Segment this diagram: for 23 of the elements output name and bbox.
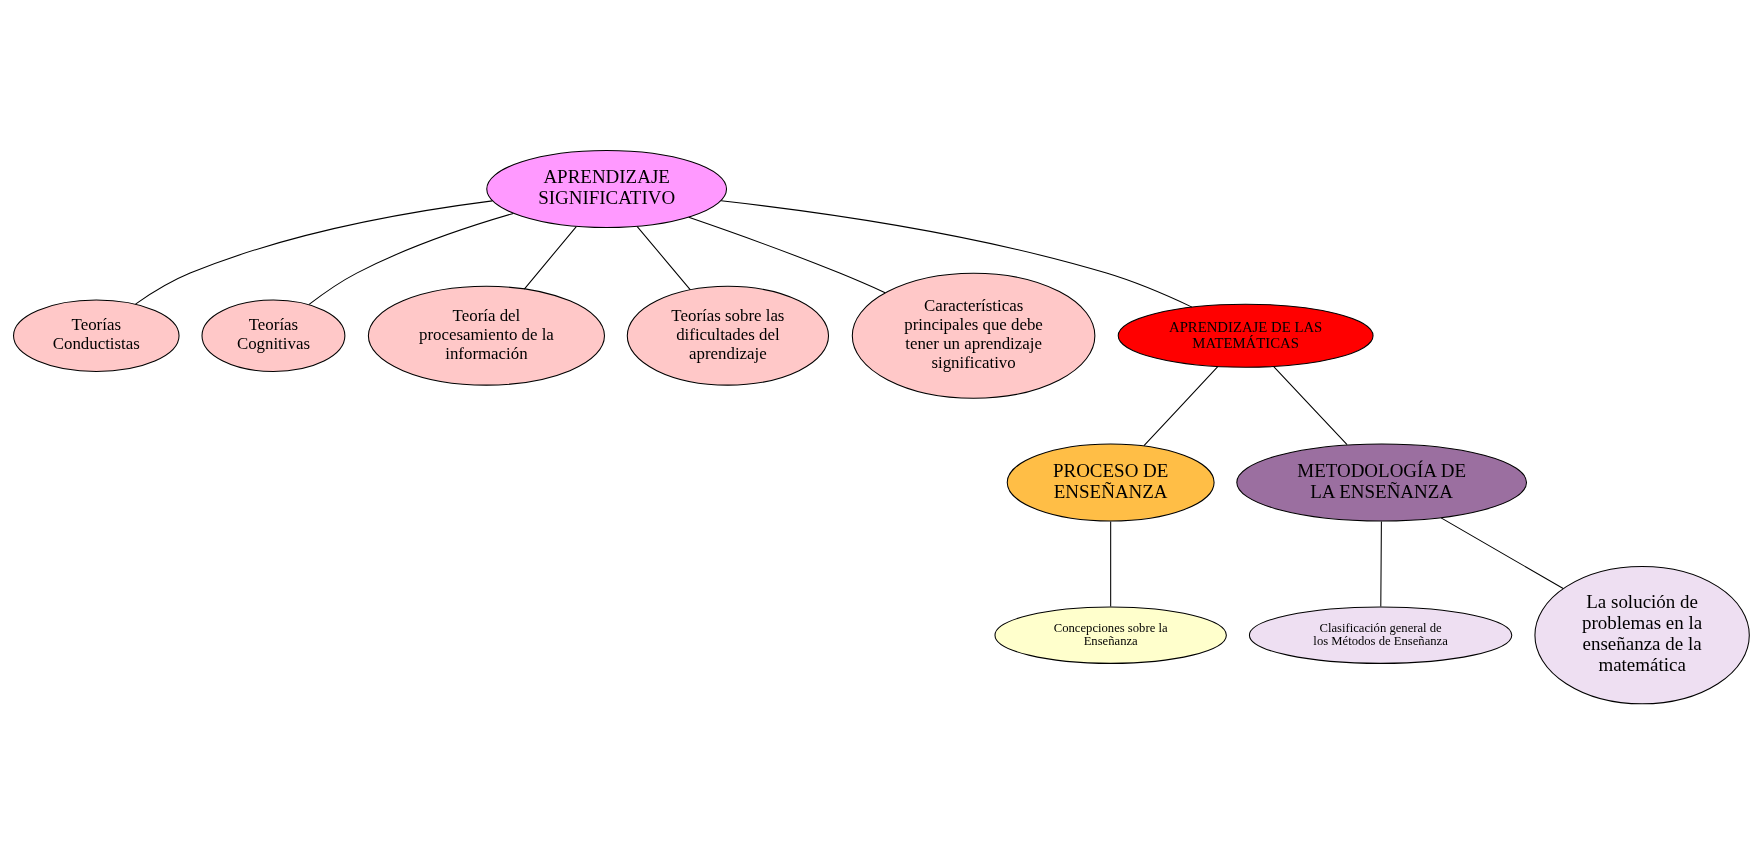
node-ellipse: Teorías Conductistas	[12, 299, 180, 372]
connector	[636, 226, 691, 291]
connector	[308, 212, 514, 305]
node-ellipse: APRENDIZAJE DE LAS MATEMÁTICAS	[1117, 303, 1374, 368]
connector	[1440, 517, 1564, 590]
connector	[1109, 521, 1111, 608]
node-ellipse: PROCESO DE ENSEÑANZA	[1006, 443, 1215, 522]
node-ellipse: Teorías Cognitivas	[200, 299, 345, 372]
node-ellipse: Concepciones sobre la Enseñanza	[993, 606, 1227, 664]
connector	[1142, 365, 1219, 447]
connector	[523, 226, 577, 290]
connector	[134, 200, 493, 305]
connector	[720, 200, 1192, 308]
node-ellipse: APRENDIZAJE SIGNIFICATIVO	[485, 149, 727, 229]
node-ellipse: Clasificación general de los Métodos de Enseñanza	[1248, 606, 1512, 664]
node-ellipse: Teoría del procesamiento de la información	[367, 285, 605, 386]
connector	[687, 216, 886, 294]
connector	[1272, 365, 1348, 446]
node-ellipse: La solución de problemas en la enseñanza de la matemática	[1533, 566, 1750, 705]
node-ellipse: METODOLOGÍA DE LA ENSEÑANZA	[1235, 443, 1527, 522]
connector	[1379, 521, 1382, 608]
node-ellipse: Características principales que debe tener un aprendizaje significativo	[851, 272, 1095, 399]
node-ellipse: Teorías sobre las dificultades del aprendizaje	[626, 285, 829, 386]
